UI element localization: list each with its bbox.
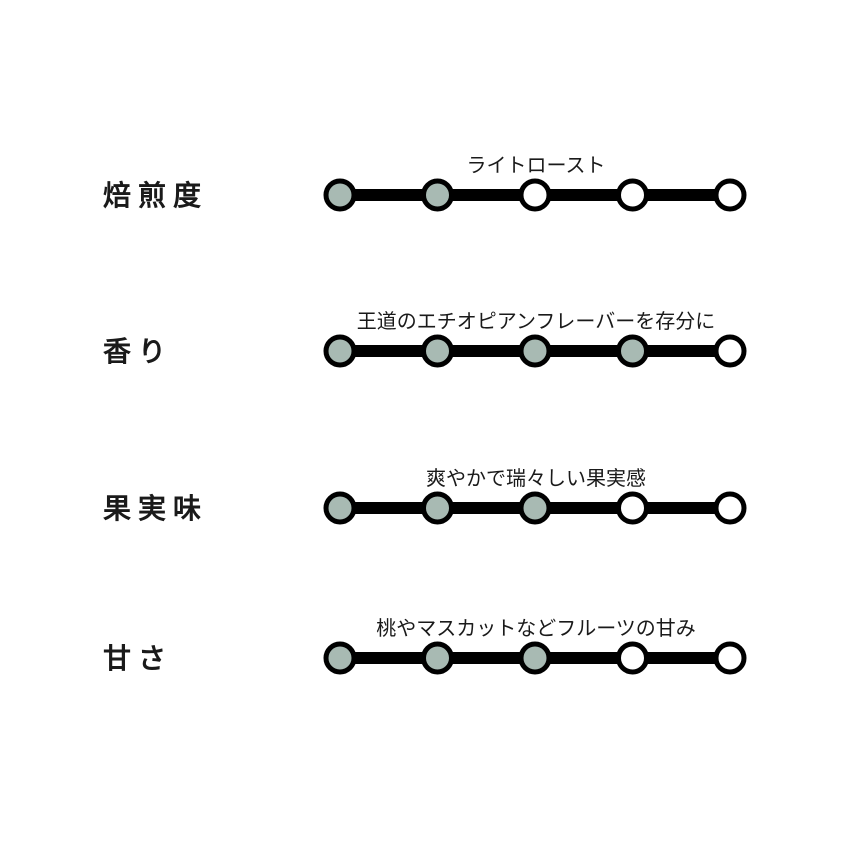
scale-dot-empty — [616, 178, 649, 212]
row-description: 桃やマスカットなどフルーツの甘み — [376, 616, 696, 640]
rating-scale — [323, 178, 747, 212]
scale-dot-filled — [616, 334, 649, 368]
row-sweetness: 桃やマスカットなどフルーツの甘み 甘さ — [0, 612, 850, 702]
rating-scale — [323, 491, 747, 525]
scale-dot-empty — [616, 491, 649, 525]
scale-dot-filled — [421, 178, 454, 212]
scale-dot-empty — [518, 178, 552, 212]
row-fruitiness: 爽やかで瑞々しい果実感 果実味 — [0, 462, 850, 552]
scale-dot-filled — [323, 491, 357, 525]
scale-dot-filled — [518, 334, 552, 368]
row-description: 王道のエチオピアンフレーバーを存分に — [356, 309, 716, 333]
row-label: 焙煎度 — [103, 179, 209, 212]
scale-dot-filled — [323, 334, 357, 368]
row-label: 甘さ — [103, 642, 174, 675]
scale-dot-empty — [713, 334, 747, 368]
scale-dot-filled — [421, 641, 454, 675]
row-roast: ライトロースト 焙煎度 — [0, 149, 850, 239]
scale-dot-empty — [616, 641, 649, 675]
rating-scale — [323, 334, 747, 368]
scale-dot-filled — [323, 641, 357, 675]
scale-dot-filled — [518, 491, 552, 525]
scale-dot-empty — [713, 178, 747, 212]
row-aroma: 王道のエチオピアンフレーバーを存分に 香り — [0, 305, 850, 395]
row-description: ライトロースト — [466, 153, 606, 177]
scale-dot-filled — [421, 334, 454, 368]
scale-dot-empty — [713, 641, 747, 675]
row-label: 果実味 — [103, 492, 209, 525]
scale-dot-empty — [713, 491, 747, 525]
scale-dot-filled — [421, 491, 454, 525]
rating-scale — [323, 641, 747, 675]
scale-dot-filled — [323, 178, 357, 212]
row-description: 爽やかで瑞々しい果実感 — [426, 466, 646, 490]
scale-dot-filled — [518, 641, 552, 675]
row-label: 香り — [103, 335, 174, 368]
